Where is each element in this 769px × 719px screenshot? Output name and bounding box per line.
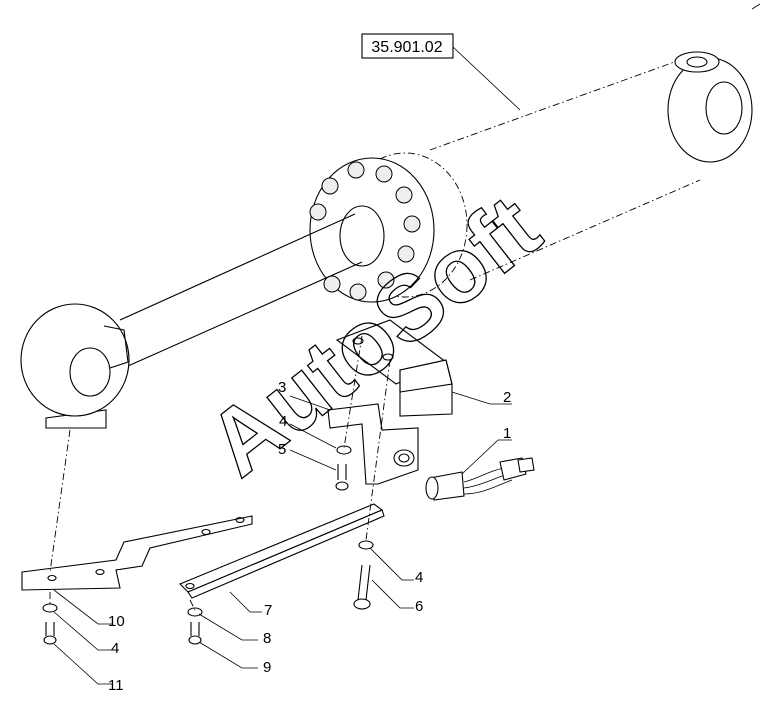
reference-leader bbox=[452, 46, 521, 111]
bolt-lower-left bbox=[43, 622, 57, 645]
proximity-sensor bbox=[425, 457, 535, 501]
bolt-upper bbox=[335, 464, 349, 491]
rear-eye-lube-hole bbox=[686, 56, 708, 68]
callout-1: 1 bbox=[461, 425, 512, 475]
reference-text: 35.901.02 bbox=[371, 39, 442, 56]
callout-6: 6 bbox=[371, 579, 423, 615]
rear-eye-outer bbox=[667, 57, 753, 163]
rear-eye-bore bbox=[705, 81, 743, 135]
rod-bottom-edge bbox=[127, 261, 363, 367]
callout-4-right: 4 bbox=[369, 547, 423, 586]
washer-lower-mid bbox=[187, 607, 203, 617]
flange-bolts bbox=[309, 161, 421, 301]
head-flange-back bbox=[342, 152, 468, 298]
svg-text:1: 1 bbox=[503, 425, 511, 442]
svg-text:7: 7 bbox=[264, 602, 272, 619]
callout-2: 2 bbox=[451, 389, 512, 406]
corner-mark bbox=[751, 3, 761, 10]
rod-eye-nut bbox=[103, 325, 129, 369]
callout-7: 7 bbox=[229, 591, 272, 619]
svg-text:4: 4 bbox=[279, 413, 287, 430]
callout-8: 8 bbox=[198, 613, 271, 647]
rod-arm-10 bbox=[21, 515, 253, 591]
washer-upper bbox=[336, 445, 352, 455]
callout-4-upper: 4 bbox=[279, 413, 337, 449]
svg-text:2: 2 bbox=[503, 389, 511, 406]
rod-eye-bore bbox=[69, 347, 111, 397]
svg-text:11: 11 bbox=[108, 677, 124, 694]
svg-text:8: 8 bbox=[263, 630, 271, 647]
barrel-top-edge bbox=[429, 59, 681, 151]
rod-gland bbox=[339, 205, 385, 267]
svg-text:4: 4 bbox=[111, 640, 119, 657]
alignment-lines bbox=[49, 335, 391, 611]
washer-lower-left bbox=[42, 603, 58, 613]
svg-text:6: 6 bbox=[415, 598, 423, 615]
svg-text:5: 5 bbox=[278, 441, 286, 458]
svg-text:10: 10 bbox=[108, 613, 125, 630]
washer-right bbox=[358, 540, 374, 550]
svg-text:3: 3 bbox=[278, 379, 286, 396]
callouts: 1 2 3 4 5 4 6 7 bbox=[53, 379, 512, 694]
hydraulic-cylinder bbox=[20, 51, 753, 429]
callout-5: 5 bbox=[278, 441, 337, 471]
svg-text:4: 4 bbox=[415, 569, 423, 586]
sensor-bracket bbox=[327, 403, 419, 485]
callout-9: 9 bbox=[198, 641, 271, 676]
reference-box bbox=[361, 33, 454, 59]
rod-arm-7 bbox=[179, 503, 385, 599]
callout-4-lower: 4 bbox=[53, 611, 119, 657]
svg-text:9: 9 bbox=[263, 659, 271, 676]
sensor-cover bbox=[399, 359, 453, 417]
callout-3: 3 bbox=[278, 379, 331, 411]
long-bolt bbox=[353, 564, 371, 610]
barrel-bottom-edge bbox=[469, 179, 701, 281]
callout-10: 10 bbox=[53, 589, 125, 630]
callout-11: 11 bbox=[53, 643, 124, 694]
rod-eye-outer bbox=[20, 303, 130, 417]
rear-eye-lube-port bbox=[674, 51, 720, 73]
rod-top-edge bbox=[119, 213, 356, 321]
reference-label: 35.901.02 bbox=[361, 33, 521, 111]
bolt-lower-mid bbox=[188, 622, 202, 645]
